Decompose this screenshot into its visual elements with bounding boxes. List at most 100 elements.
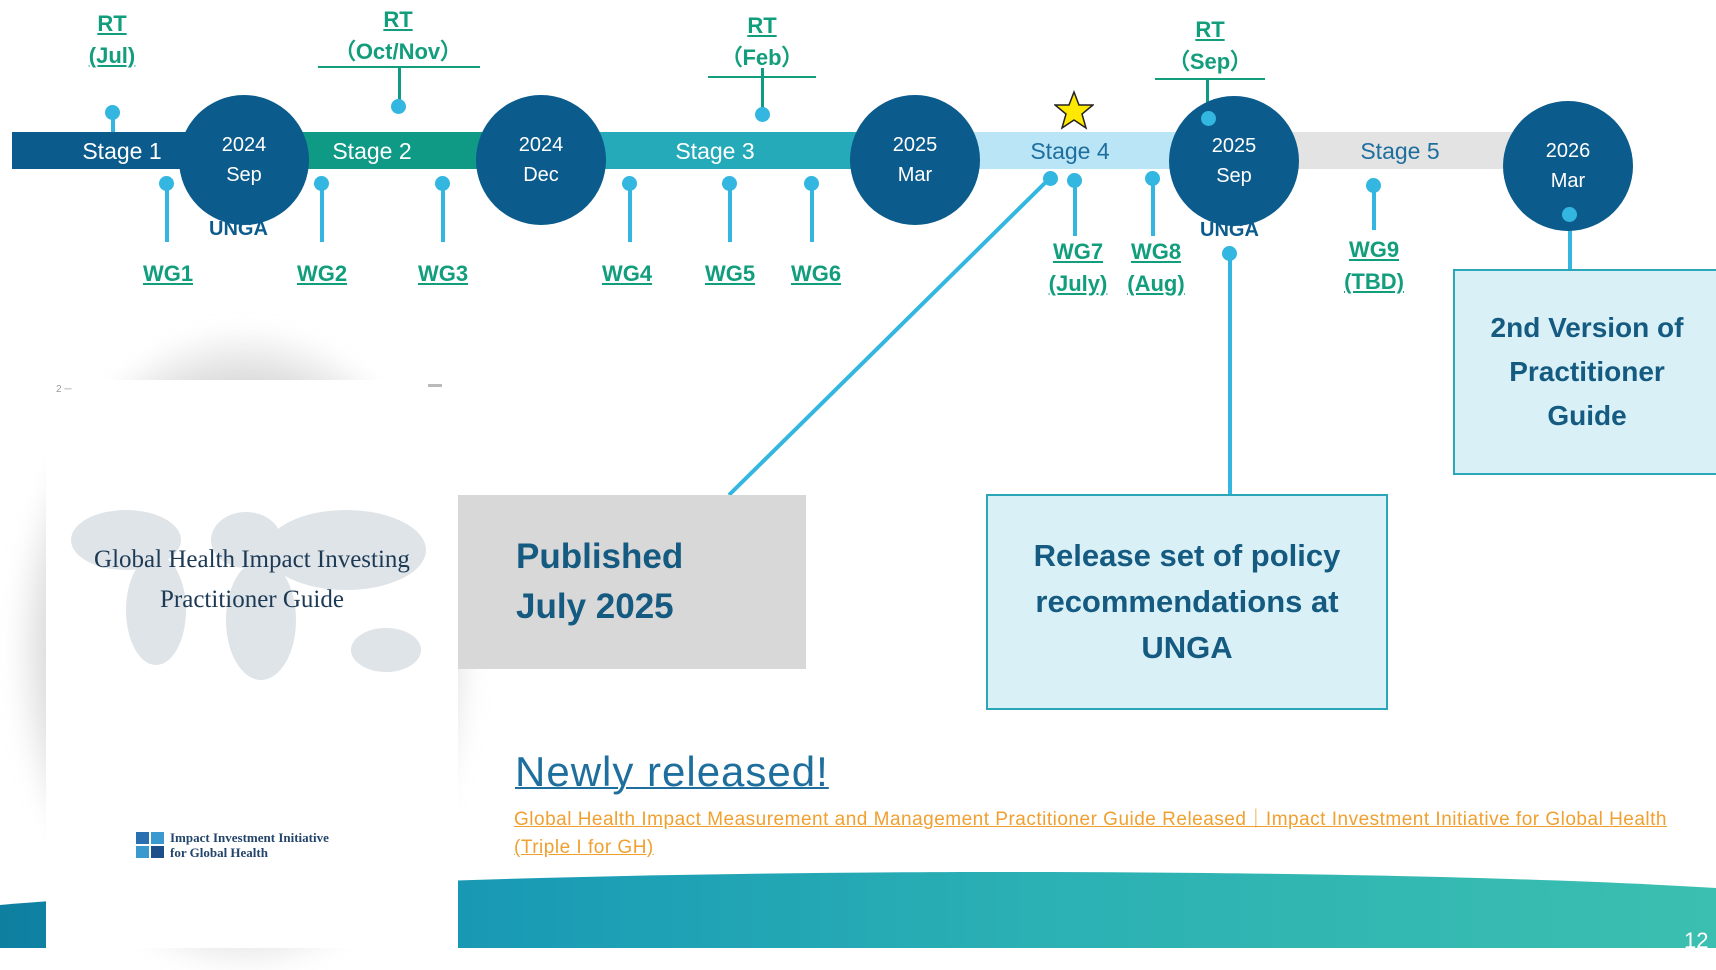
wg-5-label[interactable]: WG5 <box>704 261 756 286</box>
wg-4-label[interactable]: WG4 <box>601 261 653 286</box>
stage-3-label: Stage 3 <box>675 138 755 164</box>
published-callout: Published July 2025 <box>448 495 806 669</box>
wg-5-dot <box>722 176 737 191</box>
wg-9-stem <box>1372 190 1376 230</box>
wg-3-label[interactable]: WG3 <box>417 261 469 286</box>
rt-2-dot <box>391 99 406 114</box>
release-link[interactable]: Global Health Impact Measurement and Man… <box>514 809 1667 858</box>
wg-7-title: WG7 <box>1052 239 1104 264</box>
rt-3-dot <box>755 107 770 122</box>
wg-8-label[interactable]: WG8 (Aug) <box>1118 236 1194 300</box>
policy-callout: Release set of policy recommendations at… <box>986 494 1388 710</box>
milestone-month: Sep <box>1216 165 1252 187</box>
rt-3-date: （Feb） <box>720 45 804 70</box>
policy-text: Release set of policy recommendations at… <box>1033 538 1341 665</box>
wg-5-stem <box>728 184 732 242</box>
wg-2-stem <box>320 184 324 242</box>
wg-9-title: WG9 <box>1348 237 1400 262</box>
guide-cover[interactable]: 2 ─ Global Health Impact Investing Pract… <box>46 380 458 948</box>
wg-7-date: (July) <box>1048 271 1108 296</box>
rt-1-title: RT <box>97 11 127 36</box>
wg-7-dot <box>1067 173 1082 188</box>
unga-label-2024: UNGA <box>209 218 268 240</box>
wg-2-label[interactable]: WG2 <box>296 261 348 286</box>
second-version-callout: 2nd Version of Practitioner Guide <box>1453 269 1716 475</box>
milestone-year: 2025 <box>1211 135 1257 157</box>
wg-9-label[interactable]: WG9 (TBD) <box>1334 234 1414 298</box>
milestone-year: 2026 <box>1545 140 1591 162</box>
rt-4-label[interactable]: RT （Sep） <box>1150 14 1270 78</box>
wg-1-stem <box>165 184 169 242</box>
rt-3-label[interactable]: RT （Feb） <box>698 10 826 74</box>
cover-org: Impact Investment Initiative for Global … <box>136 830 329 860</box>
stage-4-bar <box>960 132 1180 169</box>
stage-3-bar <box>580 132 880 169</box>
world-map-icon <box>71 510 426 680</box>
rt-4-stem <box>1206 80 1209 118</box>
stage-2-bar <box>300 132 500 169</box>
rt-4-dot <box>1201 111 1216 126</box>
wg-8-date: (Aug) <box>1127 271 1185 296</box>
rt-2-underline <box>318 66 480 68</box>
milestone-month: Sep <box>226 164 262 186</box>
cover-title: Global Health Impact Investing Practitio… <box>94 546 410 613</box>
policy-dot <box>1222 246 1237 261</box>
milestone-year: 2024 <box>518 134 564 156</box>
wg-3-dot <box>435 176 450 191</box>
rt-3-stem <box>761 68 764 112</box>
cover-mark: 2 ─ <box>56 384 72 395</box>
milestone-year: 2025 <box>892 134 938 156</box>
wg-7-label[interactable]: WG7 (July) <box>1040 236 1116 300</box>
stage-2-label: Stage 2 <box>332 138 412 164</box>
rt-2-date: （Oct/Nov） <box>333 39 463 64</box>
wg-9-date: (TBD) <box>1344 269 1404 294</box>
stage-4-label: Stage 4 <box>1030 138 1110 164</box>
milestone-month: Dec <box>523 164 559 186</box>
wg-4-dot <box>622 176 637 191</box>
milestone-month: Mar <box>897 164 933 186</box>
milestone-2025-sep: 2025 Sep <box>1169 96 1299 226</box>
rt-2-title: RT <box>383 7 413 32</box>
wg-7-stem <box>1073 180 1077 236</box>
milestone-2025-mar: 2025 Mar <box>850 95 980 225</box>
published-text: Published July 2025 <box>516 537 684 626</box>
stage-5-label: Stage 5 <box>1360 138 1440 164</box>
rt-1-dot <box>105 105 120 120</box>
wg-2-dot <box>314 176 329 191</box>
second-version-dot <box>1562 207 1577 222</box>
wg-1-label[interactable]: WG1 <box>142 261 194 286</box>
wg-8-stem <box>1151 180 1155 236</box>
page-number: 12 <box>1684 928 1709 953</box>
wg-6-dot <box>804 176 819 191</box>
rt-1-date: (Jul) <box>88 43 136 68</box>
wg-4-stem <box>628 184 632 242</box>
cover-mark-line <box>428 384 442 387</box>
unga-label-2025: UNGA <box>1200 219 1259 241</box>
rt-3-underline <box>708 76 816 78</box>
stage-1-label: Stage 1 <box>82 138 162 164</box>
published-dot <box>1043 171 1058 186</box>
stage-5-bar <box>1260 132 1520 169</box>
star-icon <box>1054 90 1094 130</box>
rt-4-date: （Sep） <box>1167 49 1253 74</box>
wg-6-stem <box>810 184 814 242</box>
org-logo-icon <box>136 832 164 858</box>
wg-6-label[interactable]: WG6 <box>790 261 842 286</box>
wg-8-dot <box>1145 171 1160 186</box>
milestone-2024-dec: 2024 Dec <box>476 95 606 225</box>
wg-3-stem <box>441 184 445 242</box>
rt-1-stem <box>111 112 115 132</box>
milestone-month: Mar <box>1550 170 1586 192</box>
rt-4-title: RT <box>1195 17 1225 42</box>
newly-released-heading: Newly released! <box>515 748 829 795</box>
cover-org-name: Impact Investment Initiative for Global … <box>170 830 329 860</box>
second-version-text: 2nd Version of Practitioner Guide <box>1490 312 1684 431</box>
wg-8-title: WG8 <box>1130 239 1182 264</box>
stage-1-bar <box>12 132 212 169</box>
rt-1-label[interactable]: RT (Jul) <box>80 8 144 72</box>
wg-9-dot <box>1366 178 1381 193</box>
rt-2-label[interactable]: RT （Oct/Nov） <box>318 4 478 68</box>
wg-1-dot <box>159 176 174 191</box>
milestone-2024-sep: 2024 Sep <box>179 95 309 225</box>
policy-stem <box>1228 254 1232 506</box>
